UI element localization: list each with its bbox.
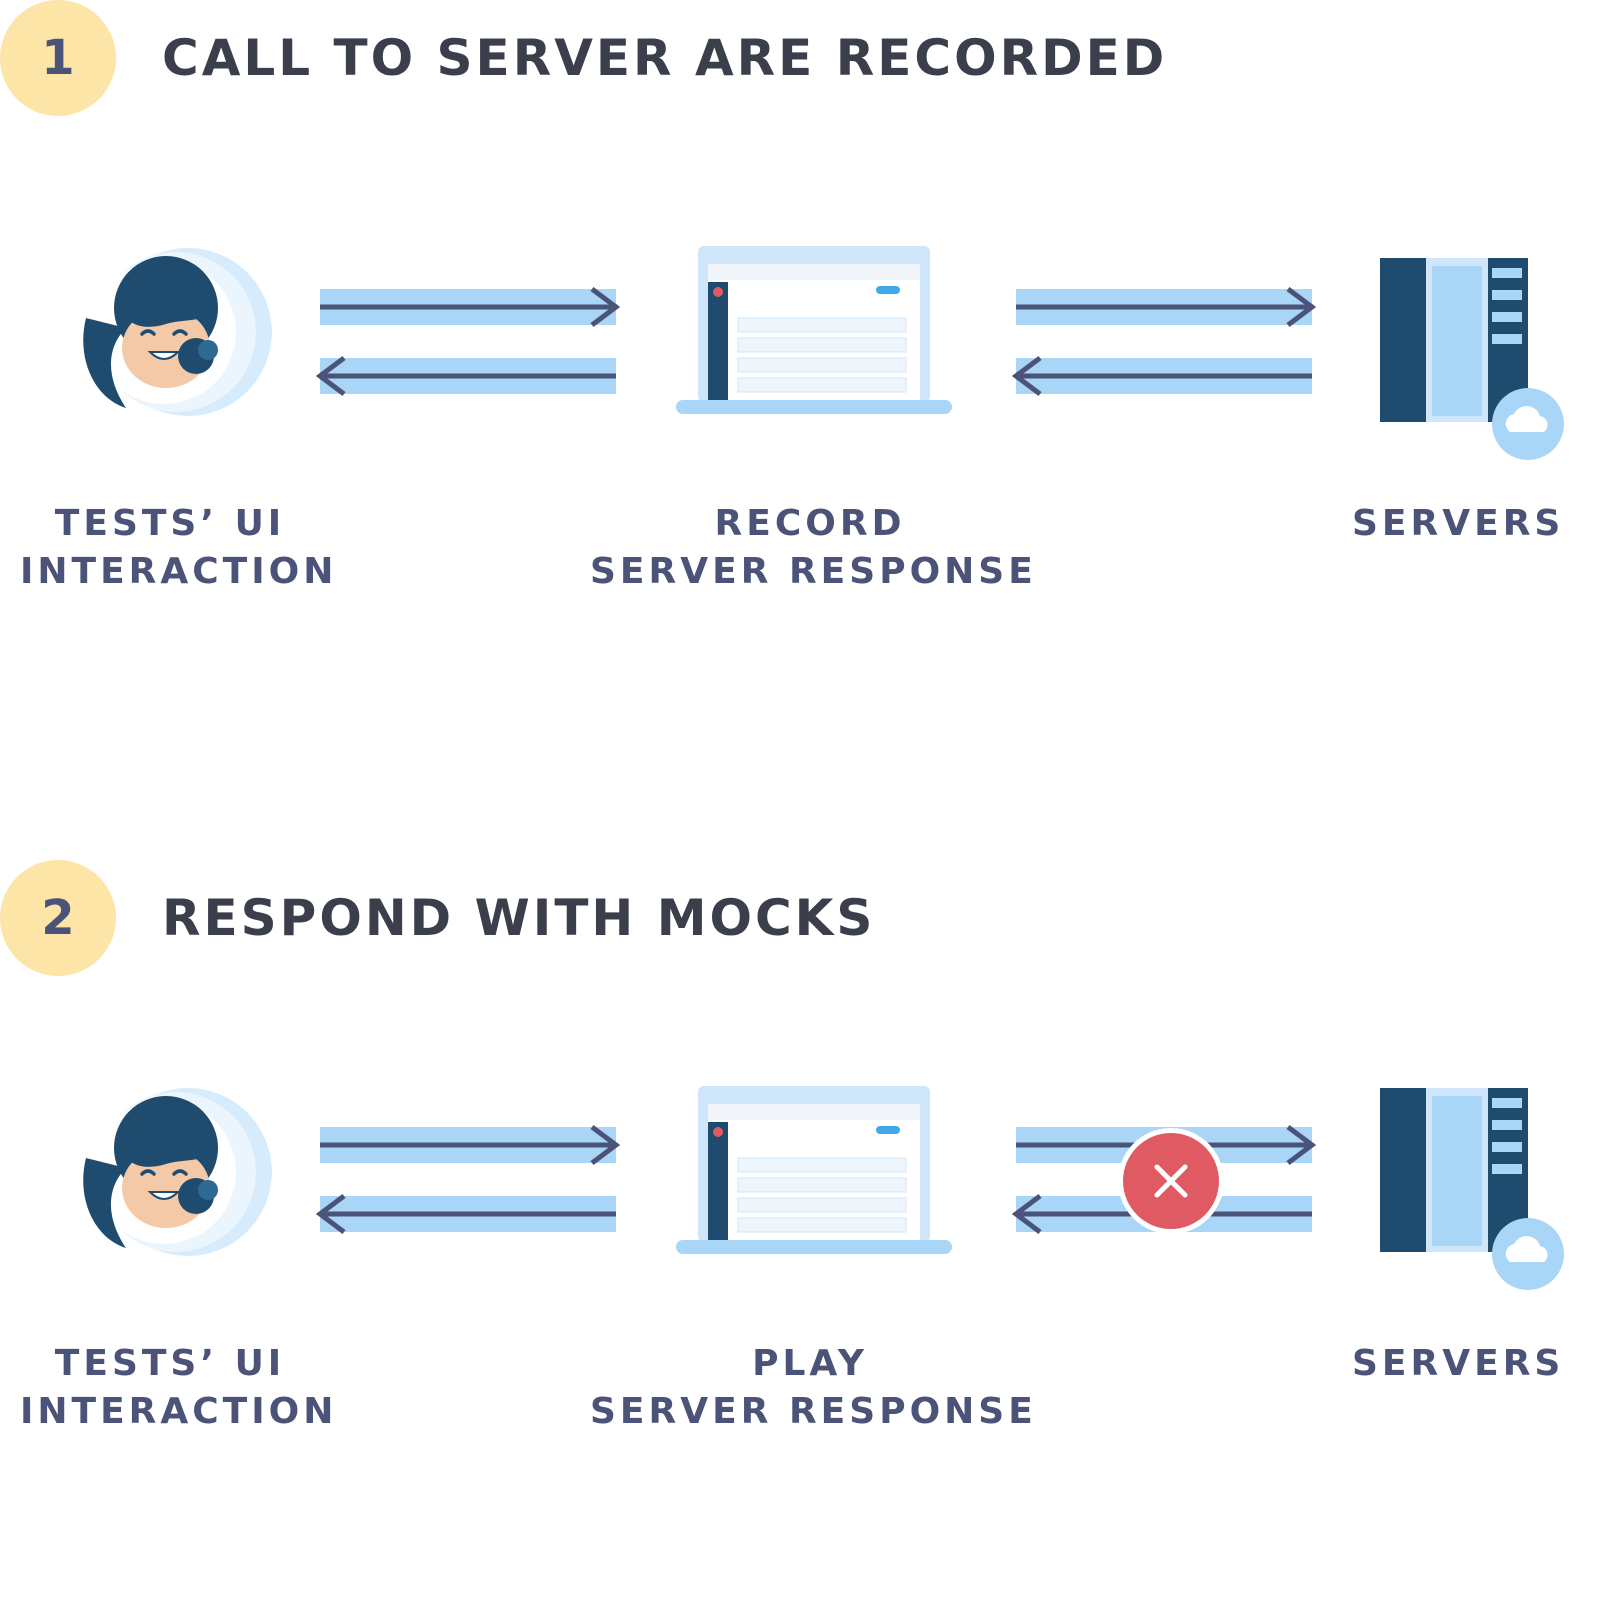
step-number-badge: 1 <box>0 0 116 116</box>
response-arrow <box>1011 356 1312 396</box>
request-arrow <box>320 287 621 327</box>
response-arrow <box>315 1194 616 1234</box>
cloud-icon <box>1492 1218 1564 1290</box>
person-icon <box>83 248 272 416</box>
server-icon <box>1380 258 1564 460</box>
laptop-icon <box>676 246 952 414</box>
client-label: TESTS’ UI INTERACTION <box>20 1343 338 1432</box>
request-arrow <box>1016 287 1317 327</box>
person-icon <box>83 1088 272 1256</box>
server-icon <box>1380 1088 1564 1290</box>
step-number-badge: 2 <box>0 860 116 976</box>
middle-label: RECORD SERVER RESPONSE <box>590 503 1037 592</box>
laptop-icon <box>676 1086 952 1254</box>
step-2: 2 RESPOND WITH MOCKS <box>0 860 1600 1620</box>
response-arrow <box>315 356 616 396</box>
step-1: 1 CALL TO SERVER ARE RECORDED <box>0 0 1600 760</box>
cloud-icon <box>1492 388 1564 460</box>
server-label: SERVERS <box>1352 1343 1565 1384</box>
close-icon <box>1118 1128 1224 1234</box>
client-label: TESTS’ UI INTERACTION <box>20 503 338 592</box>
step-title: CALL TO SERVER ARE RECORDED <box>162 29 1168 87</box>
server-label: SERVERS <box>1352 503 1565 544</box>
step-title: RESPOND WITH MOCKS <box>162 889 876 947</box>
middle-label: PLAY SERVER RESPONSE <box>590 1343 1037 1432</box>
request-arrow <box>320 1125 621 1165</box>
response-arrow <box>1011 1194 1312 1234</box>
